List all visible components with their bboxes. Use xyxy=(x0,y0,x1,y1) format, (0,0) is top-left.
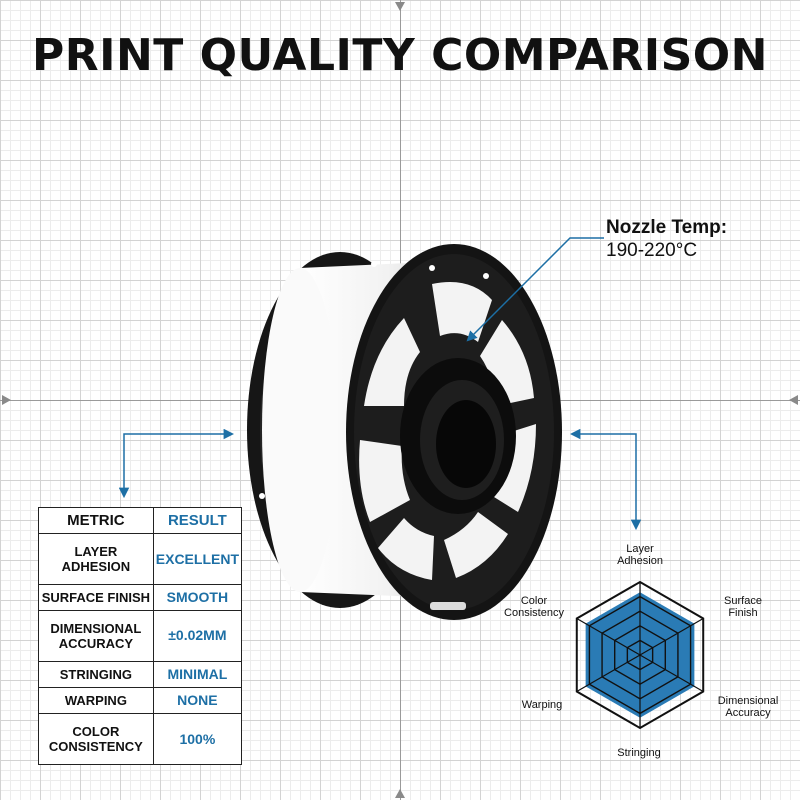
radar-spoke xyxy=(576,654,641,693)
radar-spoke xyxy=(576,617,641,656)
result-cell: ±0.02MM xyxy=(152,610,243,662)
nozzle-callout: Nozzle Temp: 190-220°C xyxy=(606,217,727,262)
right-arrow-icon xyxy=(569,428,642,531)
axis-marker-top-icon xyxy=(395,2,405,11)
metric-cell: DIMENSIONAL ACCURACY xyxy=(38,610,154,662)
table-header-row: METRIC RESULT xyxy=(38,506,243,535)
spool-image xyxy=(247,244,562,620)
radar-label-dimensional-accuracy: Dimensional Accuracy xyxy=(717,695,779,719)
result-cell: NONE xyxy=(152,687,243,715)
result-header: RESULT xyxy=(152,506,243,535)
radar-chart xyxy=(575,580,705,730)
page-title: PRINT QUALITY COMPARISON xyxy=(31,30,768,81)
metric-cell: COLOR CONSISTENCY xyxy=(38,713,154,765)
metrics-table: METRIC RESULT LAYER ADHESION EXCELLENT S… xyxy=(38,506,243,765)
metric-cell: WARPING xyxy=(38,687,154,715)
table-row: COLOR CONSISTENCY 100% xyxy=(38,713,243,765)
table-row: STRINGING MINIMAL xyxy=(38,660,243,689)
axis-marker-left-icon xyxy=(2,395,11,405)
metric-cell: LAYER ADHESION xyxy=(38,533,154,585)
nozzle-callout-line xyxy=(466,237,604,342)
axis-marker-bottom-icon xyxy=(395,789,405,798)
radar-label-warping: Warping xyxy=(521,699,563,711)
metric-header: METRIC xyxy=(38,506,154,535)
table-row: DIMENSIONAL ACCURACY ±0.02MM xyxy=(38,610,243,662)
radar-spoke xyxy=(639,617,704,656)
nozzle-label: Nozzle Temp: xyxy=(606,217,728,238)
table-row: WARPING NONE xyxy=(38,687,243,715)
axis-marker-right-icon xyxy=(789,395,798,405)
radar-spoke xyxy=(639,654,704,693)
result-cell: MINIMAL xyxy=(152,660,243,689)
result-cell: EXCELLENT xyxy=(152,533,243,585)
result-cell: 100% xyxy=(152,713,243,765)
result-cell: SMOOTH xyxy=(152,583,243,612)
nozzle-value: 190-220°C xyxy=(606,240,698,261)
metric-cell: STRINGING xyxy=(38,660,154,689)
radar-label-color-consistency: Color Consistency xyxy=(504,595,564,619)
radar-label-surface-finish: Surface Finish xyxy=(724,595,762,619)
left-arrow-icon xyxy=(118,428,235,499)
radar-label-layer-adhesion: Layer Adhesion xyxy=(617,543,663,567)
table-row: SURFACE FINISH SMOOTH xyxy=(38,583,243,612)
metric-cell: SURFACE FINISH xyxy=(38,583,154,612)
table-row: LAYER ADHESION EXCELLENT xyxy=(38,533,243,585)
radar-label-stringing: Stringing xyxy=(617,747,661,759)
